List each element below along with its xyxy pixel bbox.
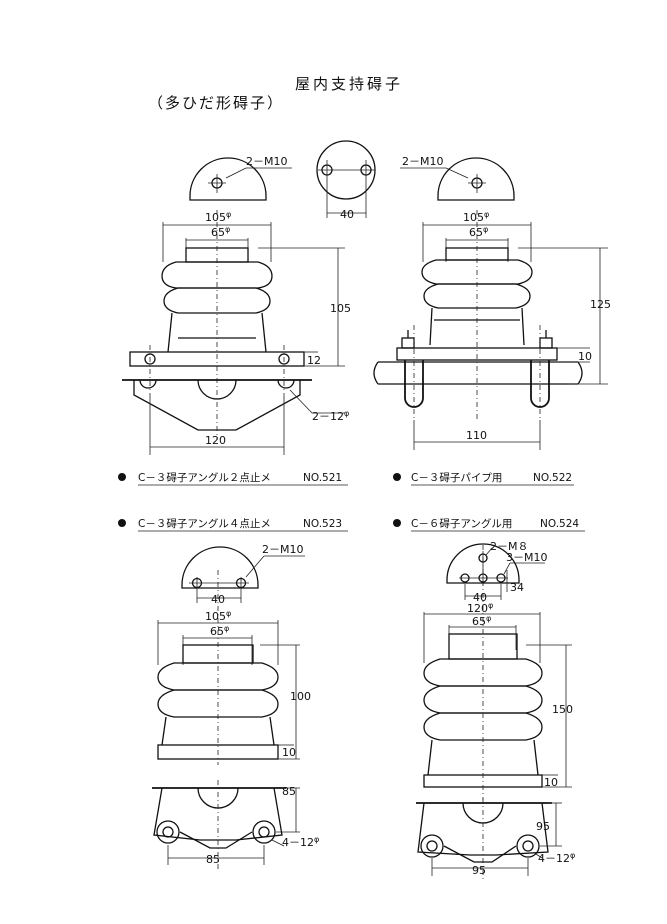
fig523-base: 10 [282,746,296,759]
figure-522: 2－M10 105φ 65φ 125 10 110 [373,155,611,450]
fig523-bolt: 4－12φ [282,835,319,849]
fig523-width: 85 [206,853,220,866]
fig524-depth: 95 [536,820,550,833]
head-pitch: 40 [340,208,354,221]
fig524-width: 95 [472,864,486,877]
fig523-d1: 105φ [205,609,231,623]
fig523-number: NO.523 [303,518,342,530]
fig523-d2: 65φ [210,624,229,638]
fig524-holes2: 3－M10 [506,551,548,564]
fig521-caption: C－３碍子アングル２点止メ [138,471,271,484]
fig522-number: NO.522 [533,472,572,484]
fig524-base: 10 [544,776,558,789]
fig521-holes-label: 2－M10 [246,155,288,168]
fig524-side: 34 [510,581,524,594]
fig523-height: 100 [290,690,311,703]
fig522-width: 110 [466,429,487,442]
figure-524: 2－M８ 3－M10 40 34 120φ 65φ 150 10 [416,540,575,880]
fig524-caption: C－６碍子アングル用 [411,517,512,530]
caption-523: C－３碍子アングル４点止メ NO.523 [118,517,348,532]
fig522-d2: 65φ [469,225,488,239]
fig524-pitch: 40 [473,591,487,604]
fig521-number: NO.521 [303,472,342,484]
fig524-d1: 120φ [467,601,493,615]
fig521-base: 12 [307,354,321,367]
caption-522: C－３碍子パイプ用 NO.522 [393,472,574,486]
fig523-depth: 85 [282,785,296,798]
fig522-caption: C－３碍子パイプ用 [411,472,502,484]
fig524-number: NO.524 [540,518,579,530]
caption-524: C－６碍子アングル用 NO.524 [393,517,585,532]
fig521-bolt: 2－12φ [312,409,349,423]
page-title: 屋内支持碍子 [295,75,403,93]
fig522-height: 125 [590,298,611,311]
fig521-height: 105 [330,302,351,315]
fig521-d2: 65φ [211,225,230,239]
fig524-d2: 65φ [472,614,491,628]
fig523-holes-label: 2－M10 [262,543,304,556]
fig521-d1: 105φ [205,210,231,224]
fig524-bolt: 4－12φ [538,851,575,865]
head-top-view: 40 [316,140,376,221]
fig522-d1: 105φ [463,210,489,224]
fig521-width: 120 [205,434,226,447]
fig523-pitch: 40 [211,593,225,606]
figure-521: 2－M10 105φ 65φ 105 12 2－12φ [122,155,351,455]
page-subtitle: （多ひだ形碍子） [148,94,284,112]
fig524-holes1: 2－M８ [490,540,529,553]
fig522-base: 10 [578,350,592,363]
fig523-caption: C－３碍子アングル４点止メ [138,517,271,530]
fig524-height: 150 [552,703,573,716]
caption-521: C－３碍子アングル２点止メ NO.521 [118,471,348,486]
figure-523: 2－M10 40 105φ 65φ 100 10 85 [152,543,319,870]
fig522-holes-label: 2－M10 [402,155,444,168]
